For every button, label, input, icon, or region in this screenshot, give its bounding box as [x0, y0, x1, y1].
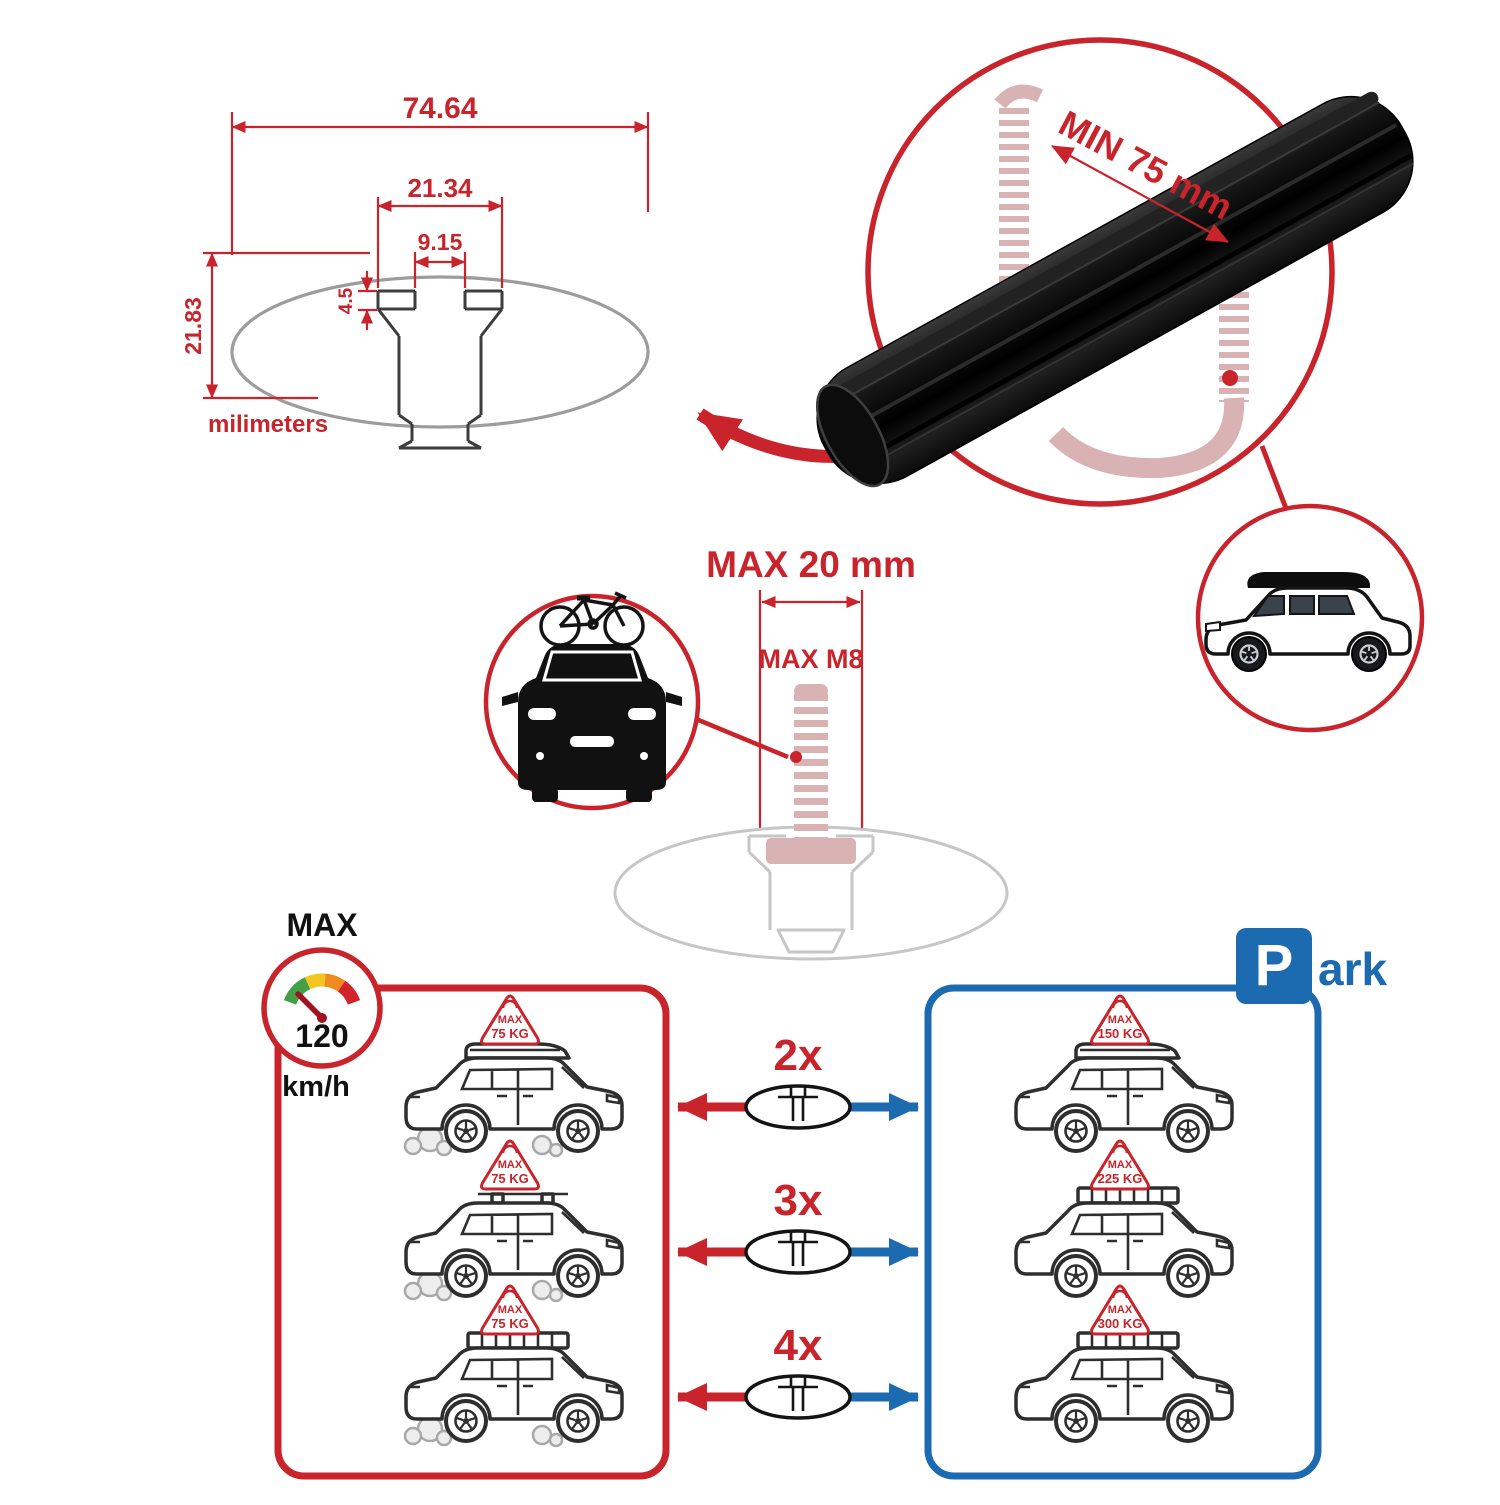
bar-end-cap: [815, 383, 890, 488]
park-sign: P ark: [1236, 928, 1392, 1004]
svg-text:MAX: MAX: [498, 1014, 523, 1026]
svg-text:75 KG: 75 KG: [491, 1316, 529, 1331]
clamp-pointer-dot: [1222, 370, 1238, 386]
count-4x: 4x: [774, 1321, 823, 1370]
driving-car-3: MAX 75 KG: [403, 1284, 622, 1448]
svg-text:75 KG: 75 KG: [491, 1171, 529, 1186]
crossbar-3d: [815, 91, 1414, 488]
parked-car-2: MAX 225 KG: [1016, 1139, 1232, 1296]
gauge-pivot: [317, 1013, 327, 1023]
crossbar-detail-circle: MIN 75 mm: [815, 37, 1414, 507]
suv-roofbox-circle: [1195, 503, 1425, 733]
parked-car-1: MAX 150 KG: [1016, 994, 1232, 1151]
clamp-strap-bottom: [1048, 397, 1245, 479]
dim-ext-total-height: [203, 251, 370, 400]
min-span-arrow: [1051, 145, 1229, 243]
bike-circle-connector: [683, 711, 789, 760]
car-bike-circle: [483, 591, 701, 811]
speed-limit-badge: MAX 120 km/h: [261, 907, 383, 1103]
suv-windows: [1289, 595, 1356, 615]
speed-value: 120: [295, 1018, 348, 1054]
dim-total-width: 74.64: [402, 92, 477, 125]
svg-text:150 KG: 150 KG: [1098, 1026, 1143, 1041]
suv-with-roofbox: [1204, 572, 1412, 673]
car-fog-left: [536, 752, 544, 760]
count-3x: 3x: [774, 1176, 823, 1225]
units-label: milimeters: [208, 411, 328, 438]
multiplier-row-3: 4x: [677, 1321, 919, 1420]
dim-ext-slot-opening: [413, 252, 467, 288]
car-fog-right: [640, 752, 648, 760]
count-2x: 2x: [774, 1031, 823, 1080]
load-badge: MAX 75 KG: [480, 1139, 540, 1191]
max-thread-label: MAX M8: [758, 644, 863, 674]
dim-ext-slot-outer: [376, 197, 504, 288]
svg-text:MAX: MAX: [1108, 1014, 1133, 1026]
load-badge: MAX 300 KG: [1090, 1284, 1150, 1336]
faded-profile-slot: [747, 834, 875, 954]
dim-total-height: 21.83: [180, 297, 206, 355]
bolt-t-head: [766, 838, 856, 864]
dim-slot-opening: 9.15: [418, 229, 463, 255]
bicycle-icon: [539, 591, 645, 647]
roof-cargo-box: [1074, 1042, 1181, 1060]
fastener-ext-lines: [758, 590, 864, 830]
svg-text:MAX: MAX: [498, 1159, 523, 1171]
bar-cross-section-icon: [744, 1374, 852, 1420]
multiplier-row-1: 2x: [677, 1031, 919, 1130]
speed-unit: km/h: [282, 1071, 350, 1103]
park-letter: P: [1255, 933, 1294, 998]
bolt-pointer-dot: [790, 751, 802, 763]
multiplier-row-2: 3x: [677, 1176, 919, 1275]
svg-text:MAX: MAX: [1108, 1159, 1133, 1171]
suv-body: [1204, 586, 1412, 656]
gauge-needle: [295, 991, 325, 1021]
clamp-hook-top: [994, 84, 1044, 109]
speed-max-label: MAX: [286, 907, 358, 943]
profile-t-slot: [376, 289, 504, 450]
profile-dimension-diagram: 74.64 21.34 9.15 21.83 4.5 milimeters: [180, 92, 650, 450]
park-suffix: ark: [1318, 943, 1387, 995]
car-grille: [570, 736, 614, 747]
park-sign-square: [1236, 928, 1312, 1004]
car-headlight-left: [528, 708, 556, 720]
speedometer-icon: [261, 947, 383, 1069]
car-headlight-right: [628, 708, 656, 720]
dim-slot-outer: 21.34: [407, 173, 473, 203]
svg-text:225 KG: 225 KG: [1098, 1171, 1143, 1186]
load-badge: MAX 150 KG: [1090, 994, 1150, 1046]
dim-ext-lip: [358, 289, 377, 312]
dim-lip-depth: 4.5: [336, 287, 357, 314]
fastener-diagram: MAX 20 mm MAX M8: [613, 544, 1009, 961]
car-wheel-right: [626, 788, 652, 802]
load-badge: MAX 75 KG: [480, 994, 540, 1046]
suv-headlight: [1205, 620, 1221, 633]
car-front-with-bike: [502, 591, 682, 802]
suv-windshield: [1251, 595, 1285, 618]
max-width-label: MAX 20 mm: [706, 544, 916, 585]
bar-cross-section-icon: [744, 1229, 852, 1275]
parked-car-3: MAX 300 KG: [1016, 1284, 1232, 1441]
svg-text:300 KG: 300 KG: [1098, 1316, 1143, 1331]
driving-car-2: MAX 75 KG: [403, 1139, 622, 1303]
svg-text:75 KG: 75 KG: [491, 1026, 529, 1041]
driving-car-1: MAX 75 KG: [403, 994, 622, 1158]
svg-text:MAX: MAX: [1108, 1304, 1133, 1316]
roof-cargo-box: [464, 1042, 571, 1060]
car-wheel-left: [532, 788, 558, 802]
bar-cross-section-icon: [744, 1084, 852, 1130]
gauge-arcs: [283, 973, 361, 1005]
roof-box: [1247, 572, 1370, 588]
load-badge: MAX 225 KG: [1090, 1139, 1150, 1191]
svg-text:MAX: MAX: [498, 1304, 523, 1316]
car-windshield: [542, 650, 642, 682]
profile-ellipse: [230, 275, 650, 429]
load-badge: MAX 75 KG: [480, 1284, 540, 1336]
